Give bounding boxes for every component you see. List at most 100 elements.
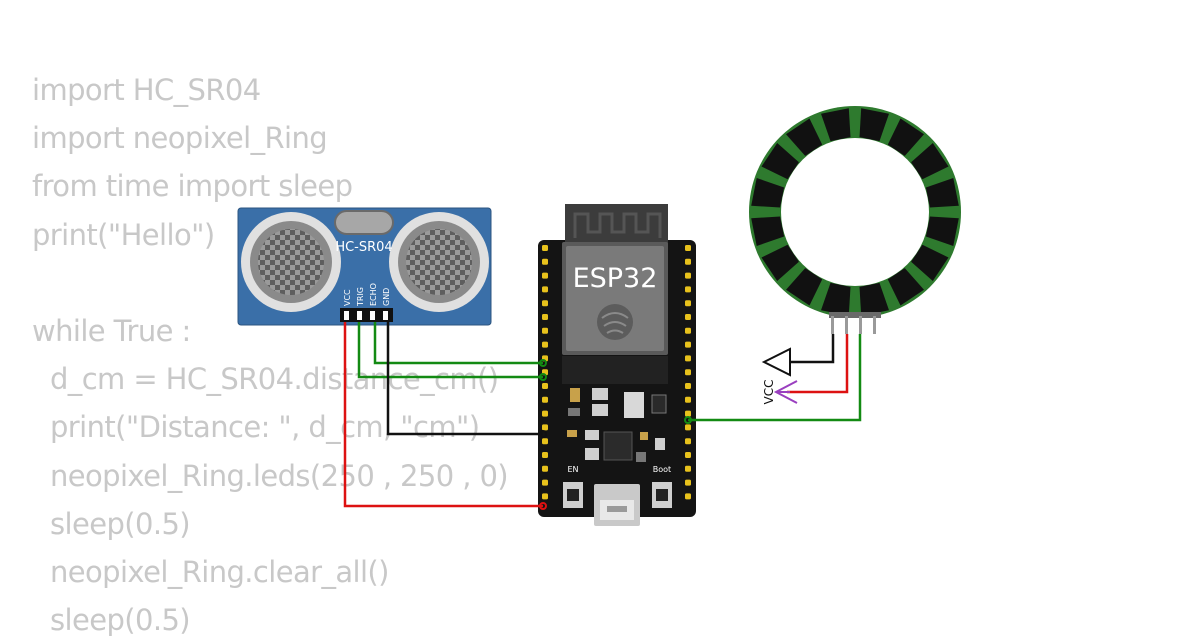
wire-ring-gnd[interactable] xyxy=(790,334,835,364)
pin-header-right xyxy=(685,245,691,500)
regulator xyxy=(624,392,644,418)
code-line: neopixel_Ring.leds(250 , 250 , 0) xyxy=(50,458,509,493)
ring-led xyxy=(887,118,924,156)
header-pin[interactable] xyxy=(685,245,691,251)
ring-led xyxy=(786,268,823,306)
header-pin[interactable] xyxy=(542,327,548,334)
header-pin[interactable] xyxy=(685,258,691,265)
code-line: print("Hello") xyxy=(32,217,215,252)
header-pin[interactable] xyxy=(542,396,548,403)
wires xyxy=(343,322,862,510)
en-label: EN xyxy=(567,465,578,474)
crystal-oscillator xyxy=(334,210,394,235)
header-pin[interactable] xyxy=(542,286,548,293)
header-pin[interactable] xyxy=(685,300,691,307)
header-pin[interactable] xyxy=(542,383,548,389)
usb-uart-chip xyxy=(603,431,633,461)
ring-led xyxy=(925,178,959,208)
header-pin[interactable] xyxy=(685,410,691,417)
smd-component xyxy=(592,404,608,416)
header-pin[interactable] xyxy=(685,438,691,445)
smd-component xyxy=(651,394,667,414)
header-pin[interactable] xyxy=(542,424,548,431)
ring-led xyxy=(761,244,799,281)
header-pin[interactable] xyxy=(685,452,691,458)
esp32-board[interactable]: ESP32 EN Boot xyxy=(538,204,696,526)
sensor-title: HC-SR04 xyxy=(335,240,392,255)
antenna-area xyxy=(565,204,668,244)
header-pin[interactable] xyxy=(542,341,548,348)
header-pin[interactable] xyxy=(542,465,548,472)
wire-vcc-sensor[interactable] xyxy=(343,322,543,508)
header-pin[interactable] xyxy=(542,410,548,417)
ring-pin[interactable] xyxy=(873,316,876,334)
header-pin[interactable] xyxy=(542,452,548,458)
ground-symbol-icon xyxy=(761,347,791,377)
header-pin[interactable] xyxy=(685,383,691,389)
smd-component xyxy=(570,388,580,402)
header-pin[interactable] xyxy=(685,424,691,431)
ring-led xyxy=(821,282,851,316)
code-line: from time import sleep xyxy=(32,169,353,204)
header-pin[interactable] xyxy=(542,479,548,486)
ring-led xyxy=(786,118,823,156)
pin-vcc[interactable] xyxy=(344,311,349,320)
ring-led xyxy=(751,178,785,208)
wire-echo[interactable] xyxy=(373,322,543,365)
pin-echo[interactable] xyxy=(370,311,375,320)
boot-button[interactable] xyxy=(652,482,672,508)
code-line: print("Distance: ", d_cm, "cm") xyxy=(50,410,480,445)
header-pin[interactable] xyxy=(685,355,691,362)
ring-led xyxy=(859,108,889,142)
micro-usb-port[interactable] xyxy=(594,484,640,526)
transducer-right xyxy=(389,212,489,312)
wire-gnd-sensor[interactable] xyxy=(386,322,543,436)
header-pin[interactable] xyxy=(685,341,691,348)
ring-led xyxy=(911,244,949,281)
code-line: import neopixel_Ring xyxy=(32,121,328,156)
ring-pin[interactable] xyxy=(845,316,848,334)
header-pin[interactable] xyxy=(542,272,548,279)
ring-pin[interactable] xyxy=(859,316,862,334)
header-pin[interactable] xyxy=(685,272,691,279)
header-pin[interactable] xyxy=(685,286,691,293)
pin-gnd[interactable] xyxy=(383,311,388,320)
header-pin[interactable] xyxy=(685,369,691,376)
header-pin[interactable] xyxy=(542,245,548,251)
neopixel-ring[interactable] xyxy=(749,106,961,334)
code-line: neopixel_Ring.clear_all() xyxy=(50,554,389,589)
header-pin[interactable] xyxy=(542,300,548,307)
ring-led xyxy=(887,268,924,306)
ring-connector xyxy=(829,312,881,318)
code-line: while True : xyxy=(32,313,191,348)
code-line: sleep(0.5) xyxy=(50,506,191,541)
wire-ring-data[interactable] xyxy=(688,334,862,422)
smd-component xyxy=(640,432,648,440)
code-line: import HC_SR04 xyxy=(32,73,261,107)
header-pin[interactable] xyxy=(685,479,691,486)
header-pin[interactable] xyxy=(685,493,691,500)
pin-trig[interactable] xyxy=(357,311,362,320)
ring-led-segments xyxy=(751,108,959,316)
ring-led xyxy=(859,282,889,316)
wire-ring-vcc[interactable] xyxy=(787,334,849,394)
header-pin[interactable] xyxy=(685,327,691,334)
smd-component xyxy=(568,408,580,416)
ring-led xyxy=(925,216,959,246)
vcc-symbol-icon: VCC xyxy=(762,380,798,404)
header-pin[interactable] xyxy=(542,258,548,265)
wire-trig[interactable] xyxy=(357,322,543,379)
smd-component xyxy=(636,452,646,462)
ring-led xyxy=(911,143,949,180)
sensor-pin-label: TRIG xyxy=(356,287,365,307)
header-pin[interactable] xyxy=(685,465,691,472)
ring-pin[interactable] xyxy=(831,316,834,334)
header-pin[interactable] xyxy=(542,438,548,445)
header-pin[interactable] xyxy=(542,493,548,500)
en-button[interactable] xyxy=(563,482,583,508)
header-pin[interactable] xyxy=(542,314,548,320)
header-pin[interactable] xyxy=(685,396,691,403)
header-pin[interactable] xyxy=(685,314,691,320)
